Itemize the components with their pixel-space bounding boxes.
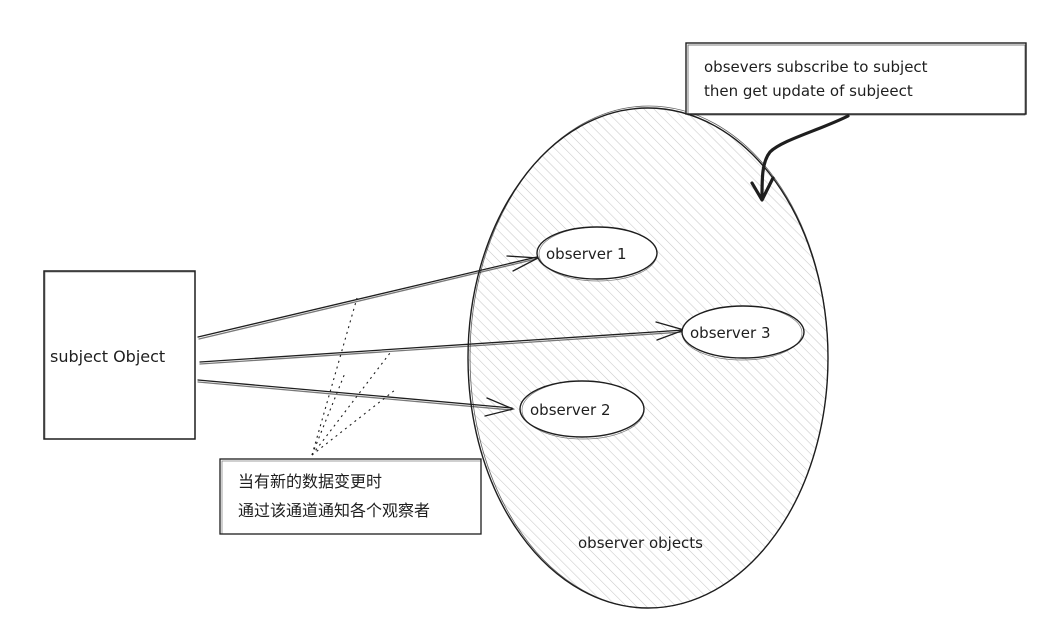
subscribe-note: obsevers subscribe to subject then get u… bbox=[685, 42, 1027, 116]
observer-3: observer 3 bbox=[681, 305, 805, 361]
observer-2: observer 2 bbox=[519, 380, 645, 440]
arrow-to-observer-2 bbox=[197, 379, 513, 409]
subject-label: subject Object bbox=[50, 347, 165, 366]
observer-2-label: observer 2 bbox=[530, 401, 611, 419]
subscribe-note-box bbox=[685, 42, 1027, 115]
note-pointer-curve bbox=[760, 114, 850, 200]
observer-3-label: observer 3 bbox=[690, 324, 771, 342]
arrow-to-observer-3 bbox=[199, 329, 685, 363]
dotted-line-4 bbox=[311, 372, 346, 456]
observer-3-ellipse-sketch bbox=[681, 305, 803, 361]
dotted-connectors bbox=[311, 297, 396, 456]
observer-1: observer 1 bbox=[536, 226, 658, 282]
observer-2-ellipse-sketch bbox=[521, 380, 645, 440]
note-pointer-head bbox=[750, 176, 775, 202]
notify-note-line-1: 当有新的数据变更时 bbox=[238, 472, 382, 491]
notify-note-box-sketch bbox=[221, 460, 482, 535]
notify-note-line-2: 通过该通道通知各个观察者 bbox=[238, 501, 430, 520]
dotted-line-1 bbox=[311, 297, 358, 456]
observer-1-label: observer 1 bbox=[546, 245, 627, 263]
arrow-to-observer-3-sketch bbox=[199, 331, 684, 365]
subject-box-sketch bbox=[44, 271, 196, 440]
arrowhead-observer-2 bbox=[484, 397, 516, 417]
notify-note: 当有新的数据变更时 通过该通道通知各个观察者 bbox=[219, 458, 482, 535]
observer-1-ellipse-sketch bbox=[538, 226, 658, 282]
observer-group-label: observer objects bbox=[578, 534, 703, 552]
subject-box bbox=[43, 270, 196, 440]
subscribe-note-box-sketch bbox=[687, 44, 1026, 116]
observer-group-ellipse-sketch bbox=[469, 105, 829, 609]
subscribe-note-line-2: then get update of subjeect bbox=[704, 82, 913, 100]
subscribe-note-line-1: obsevers subscribe to subject bbox=[704, 58, 928, 76]
observer-group: observer objects bbox=[467, 105, 829, 609]
dotted-line-3 bbox=[311, 389, 396, 456]
observer-group-ellipse bbox=[467, 107, 829, 609]
subject-object: subject Object bbox=[43, 270, 196, 440]
arrow-to-observer-2-sketch bbox=[197, 381, 512, 411]
note-pointer-arrow bbox=[750, 114, 850, 202]
arrow-to-observer-1 bbox=[197, 256, 538, 338]
arrow-to-observer-1-sketch bbox=[198, 258, 537, 340]
dotted-line-2 bbox=[311, 352, 391, 456]
notify-note-box bbox=[219, 458, 482, 535]
